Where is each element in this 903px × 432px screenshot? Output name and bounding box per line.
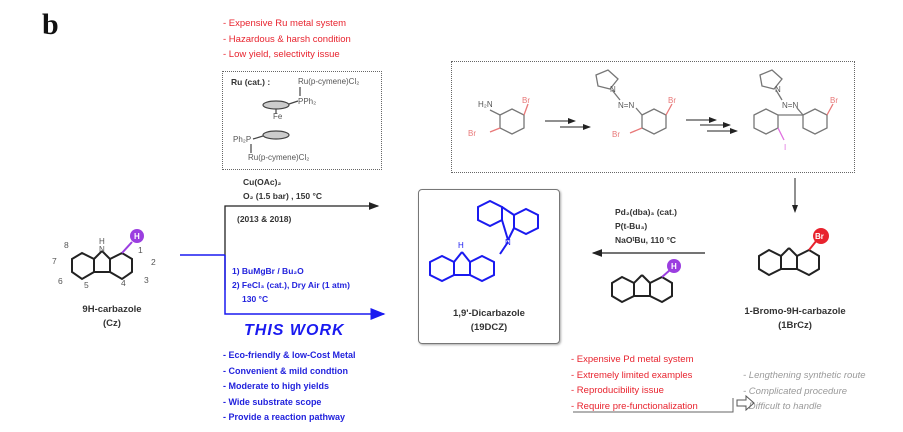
ru-catalyst-label: Ru (cat.) : (231, 77, 271, 87)
product-name: 1,9'-Dicarbazole (453, 308, 525, 319)
bromo-name: 1-Bromo-9H-carbazole (744, 306, 846, 317)
svg-text:Br: Br (522, 96, 530, 105)
synthesis-box (451, 61, 855, 173)
svg-text:Br: Br (468, 129, 476, 138)
pph2-bottom: Ph₂P (233, 135, 252, 144)
ru-catalyst-box (222, 71, 382, 170)
ru-drawbacks-list: - Expensive Ru metal system - Hazardous … (223, 16, 351, 63)
product-abbr: (19DCZ) (470, 322, 508, 333)
pd-condition: P(t-Bu₃) (615, 221, 648, 231)
svg-text:5: 5 (84, 280, 89, 290)
ru-drawback: - Expensive Ru metal system (223, 18, 347, 29)
h-badge-text: H (134, 232, 140, 241)
svg-text:3: 3 (144, 275, 149, 285)
advantage-item: - Moderate to high yields (223, 381, 330, 391)
start-material-abbr: (Cz) (103, 318, 121, 329)
ru-condition: Cu(OAc)₂ (243, 177, 282, 187)
this-work-condition: 130 °C (242, 294, 269, 304)
svg-text:1: 1 (138, 245, 143, 255)
bromo-label: 1-Bromo-9H-carbazole (1BrCz) (730, 305, 860, 333)
svg-text:4: 4 (121, 278, 126, 288)
ferrocene-structure (250, 87, 301, 153)
dibromoaniline-structure (489, 103, 529, 135)
svg-text:Br: Br (815, 232, 824, 241)
svg-text:N: N (775, 85, 781, 94)
this-work-condition: 2) FeCl₃ (cat.), Dry Air (1 atm) (232, 280, 350, 290)
svg-text:H₂N: H₂N (478, 100, 493, 109)
this-work-condition: 1) BuMgBr / Bu₂O (232, 266, 304, 276)
h-badge-reagent (667, 259, 681, 273)
svg-text:2: 2 (151, 257, 156, 267)
consequence-item: - Complicated procedure (743, 385, 848, 397)
svg-text:8: 8 (64, 240, 69, 250)
svg-text:7: 7 (52, 256, 57, 266)
this-work-conditions: 1) BuMgBr / Bu₂O 2) FeCl₃ (cat.), Dry Ai… (232, 264, 350, 306)
ru-route-arrow (224, 202, 380, 290)
pd-drawbacks-list: - Expensive Pd metal system - Extremely … (571, 352, 698, 414)
advantage-item: - Wide substrate scope (223, 396, 322, 407)
start-material-name: 9H-carbazole (82, 304, 142, 315)
pd-condition: Pd₂(dba)₃ (cat.) (615, 207, 678, 217)
bromo-carbazole-structure (758, 239, 820, 277)
br-badge (813, 228, 829, 244)
pd-drawback: - Extremely limited examples (571, 369, 693, 381)
consequence-item: - Lengthening synthetic route (743, 370, 866, 381)
product-structure (429, 199, 539, 283)
this-work-title: THIS WORK (244, 322, 345, 339)
product-nh-label: H (458, 241, 464, 250)
fe-label: Fe (273, 112, 283, 121)
pd-drawback: - Require pre-functionalization (571, 400, 698, 412)
pph2-top: PPh₂ (298, 97, 317, 106)
pd-conditions: Pd₂(dba)₃ (cat.) P(t-Bu₃) NaOᵗBu, 110 °C (615, 205, 677, 247)
consequences-list: - Lengthening synthetic route - Complica… (743, 368, 866, 415)
this-work-advantages: - Eco-friendly & low-Cost Metal - Conven… (223, 348, 356, 426)
n-label: N (99, 245, 105, 254)
ru-ligand-top: Ru(p-cymene)Cl₂ (298, 77, 360, 86)
product-box (418, 189, 560, 344)
advantage-item: - Eco-friendly & low-Cost Metal (223, 350, 356, 360)
ru-condition: O₂ (1.5 bar) , 150 °C (243, 191, 322, 201)
svg-text:I: I (784, 143, 786, 152)
panel-label: b (42, 8, 59, 41)
svg-text:6: 6 (58, 276, 63, 286)
product-n-label: N (505, 238, 511, 247)
advantage-item: - Provide a reaction pathway (223, 412, 346, 422)
start-material-label: 9H-carbazole (Cz) (52, 303, 172, 331)
nh-label: H (99, 237, 105, 246)
ru-conditions: Cu(OAc)₂ O₂ (1.5 bar) , 150 °C (243, 175, 322, 203)
pd-drawback: - Expensive Pd metal system (571, 354, 694, 365)
biaryl-structure (753, 69, 834, 141)
svg-text:Br: Br (830, 96, 838, 105)
advantage-item: - Convenient & mild condtion (223, 365, 348, 376)
this-work-arrow (180, 254, 386, 320)
svg-text:Br: Br (612, 130, 620, 139)
consequence-item: - Difficult to handle (743, 401, 822, 412)
ru-years: (2013 & 2018) (237, 214, 292, 224)
ru-drawback: - Hazardous & harsh condition (223, 33, 351, 45)
prefunctionalization-bracket (573, 398, 734, 413)
svg-text:Br: Br (668, 96, 676, 105)
ru-drawback: - Low yield, selectivity issue (223, 49, 340, 60)
svg-text:N: N (610, 85, 616, 94)
ru-ligand-bottom: Ru(p-cymene)Cl₂ (248, 153, 310, 162)
hollow-arrow-icon (736, 394, 755, 412)
triazene-structure (595, 69, 673, 135)
pd-drawback: - Reproducibility issue (571, 385, 664, 396)
product-label: 1,9'-Dicarbazole (19DCZ) (418, 307, 560, 335)
svg-text:N=N: N=N (782, 101, 798, 110)
h-badge-start (130, 229, 144, 243)
carbazole-structure (71, 241, 133, 281)
svg-text:H: H (671, 262, 677, 271)
pd-condition: NaOᵗBu, 110 °C (615, 235, 676, 245)
bromo-abbr: (1BrCz) (778, 320, 812, 331)
reagent-carbazole-structure (611, 269, 673, 304)
svg-text:N=N: N=N (618, 101, 634, 110)
